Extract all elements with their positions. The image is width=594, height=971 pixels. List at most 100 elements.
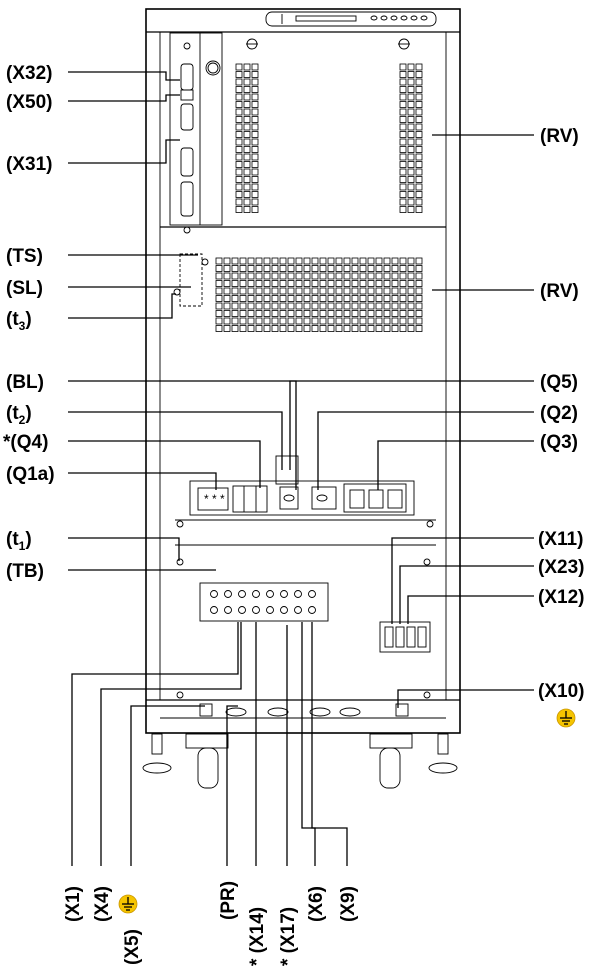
vent-slot <box>335 325 343 332</box>
label-x12: (X12) <box>538 587 584 608</box>
vent-slot <box>399 280 407 287</box>
vent-slot <box>399 138 407 146</box>
vent-slot <box>295 280 303 287</box>
label-x50: (X50) <box>6 92 52 113</box>
vent-slot <box>263 325 271 332</box>
vent-slot <box>407 108 415 116</box>
label-x4: (X4) <box>92 886 113 922</box>
vent-slot <box>367 272 375 280</box>
vent-slot <box>375 302 383 310</box>
panel-screws <box>176 520 434 699</box>
vent-slot <box>391 272 399 280</box>
vent-slot <box>383 280 391 287</box>
vent-slot <box>243 146 251 153</box>
vent-slot <box>295 317 303 325</box>
vent-slot <box>295 265 303 272</box>
vent-slot <box>415 183 423 191</box>
label-q2: (Q2) <box>540 403 578 424</box>
label-x9: (X9) <box>338 886 359 922</box>
vent-slot <box>235 176 243 183</box>
vent-slot <box>407 295 415 302</box>
vent-slot <box>235 116 243 123</box>
vent-slot <box>247 280 255 287</box>
vent-slot <box>287 280 295 287</box>
vent-slot <box>407 310 415 317</box>
vent-slot <box>279 325 287 332</box>
vent-slot <box>415 280 423 287</box>
vent-slot <box>367 295 375 302</box>
label-t3: (t3) <box>6 309 32 333</box>
vent-slot <box>399 108 407 116</box>
vent-slot <box>383 287 391 295</box>
vent-slot <box>391 295 399 302</box>
vent-slot <box>271 265 279 272</box>
vent-slot <box>263 287 271 295</box>
vent-slot <box>271 272 279 280</box>
vent-slot <box>375 295 383 302</box>
vent-slot <box>235 86 243 93</box>
vent-slot <box>251 123 259 131</box>
vent-slot <box>399 191 407 198</box>
vent-slot <box>407 317 415 325</box>
vent-slot <box>375 325 383 332</box>
vent-slot <box>223 265 231 272</box>
vent-slot <box>231 317 239 325</box>
vent-slot <box>343 265 351 272</box>
vent-slot <box>343 272 351 280</box>
label-x31: (X31) <box>6 154 52 175</box>
vent-slot <box>247 310 255 317</box>
vent-slot <box>367 265 375 272</box>
vent-slot <box>251 138 259 146</box>
vent-slot <box>271 280 279 287</box>
vent-slot <box>271 257 279 265</box>
vent-slot <box>295 287 303 295</box>
vent-slot <box>255 257 263 265</box>
vent-slot <box>351 280 359 287</box>
vent-slot <box>343 287 351 295</box>
vent-slot <box>407 183 415 191</box>
vent-slot <box>247 325 255 332</box>
vent-slot <box>243 168 251 176</box>
vent-slot <box>287 287 295 295</box>
vent-slot <box>415 108 423 116</box>
vent-slot <box>367 287 375 295</box>
vent-slot <box>375 287 383 295</box>
vent-slot <box>223 272 231 280</box>
label-pr: (PR) <box>218 881 239 920</box>
vent-slot <box>251 161 259 168</box>
vent-slot <box>303 265 311 272</box>
vent-slot <box>415 265 423 272</box>
vent-slot <box>235 71 243 78</box>
vent-slot <box>407 302 415 310</box>
vent-slot <box>359 295 367 302</box>
vent-slot <box>271 287 279 295</box>
vent-slot <box>383 317 391 325</box>
label-x1: (X1) <box>63 886 84 922</box>
vent-slot <box>391 302 399 310</box>
vent-slot <box>351 257 359 265</box>
vent-slot <box>359 325 367 332</box>
vent-slot <box>391 280 399 287</box>
label-x11: (X11) <box>538 529 583 550</box>
vent-slot <box>343 257 351 265</box>
vent-slot <box>351 325 359 332</box>
vent-slot <box>311 272 319 280</box>
vent-slot <box>287 302 295 310</box>
vent-slot <box>243 108 251 116</box>
vent-slot <box>247 265 255 272</box>
vent-slot <box>399 272 407 280</box>
vent-slot <box>263 265 271 272</box>
vent-slot <box>279 257 287 265</box>
vent-slot <box>367 257 375 265</box>
vent-slot <box>215 272 223 280</box>
vent-slot <box>319 310 327 317</box>
vent-slot <box>415 146 423 153</box>
vent-slot <box>251 116 259 123</box>
vent-slot <box>235 108 243 116</box>
vent-slot <box>303 257 311 265</box>
vent-slot <box>335 295 343 302</box>
vent-slot <box>415 63 423 71</box>
vent-slot <box>415 116 423 123</box>
vent-slot <box>303 310 311 317</box>
vent-slot <box>367 317 375 325</box>
